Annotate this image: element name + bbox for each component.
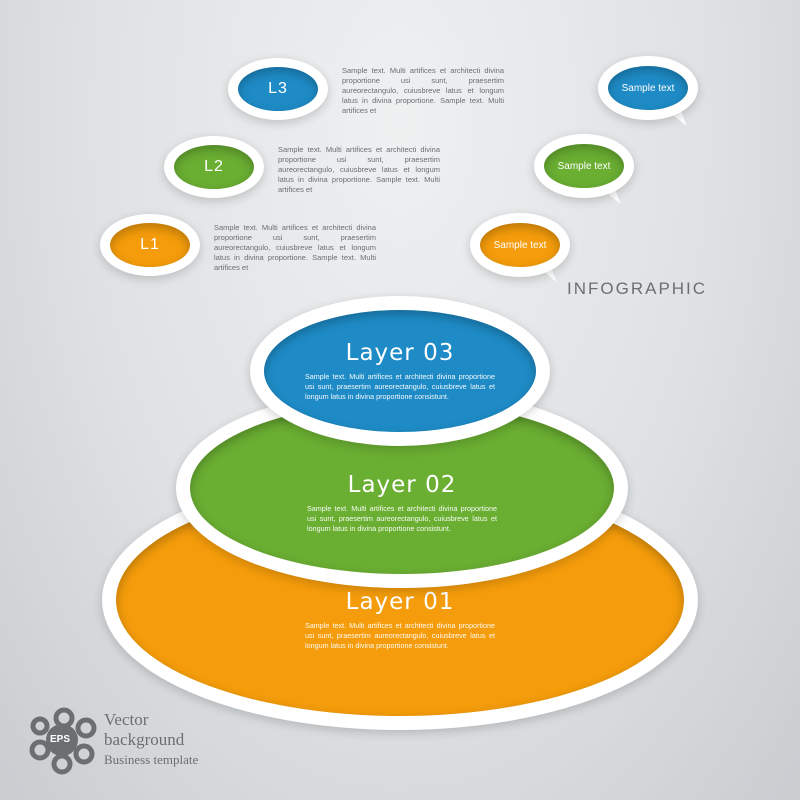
layer-02-fill: Layer 02 Sample text. Multi artifices et… bbox=[190, 402, 614, 574]
eps-label: EPS bbox=[50, 734, 71, 745]
legend-l2-badge: L2 bbox=[164, 136, 264, 198]
speech-bubble-blue: Sample text bbox=[598, 56, 698, 120]
legend-l1-badge: L1 bbox=[100, 214, 200, 276]
legend-l3-fill: L3 bbox=[238, 67, 318, 111]
legend-l2-text: Sample text. Multi artifices et architec… bbox=[278, 145, 440, 194]
legend-l1-label: L1 bbox=[140, 236, 160, 253]
layer-03-fill: Layer 03 Sample text. Multi artifices et… bbox=[264, 310, 536, 432]
badge-line2: background bbox=[104, 730, 185, 749]
layer-03-title: Layer 03 bbox=[345, 340, 455, 366]
bubble-blue-text: Sample text bbox=[621, 82, 675, 94]
bubble-blue-fill: Sample text bbox=[608, 66, 688, 110]
bubble-orange-text: Sample text bbox=[493, 239, 547, 251]
bubble-orange-fill: Sample text bbox=[480, 223, 560, 267]
bubble-green-text: Sample text bbox=[557, 160, 611, 172]
legend-l2-label: L2 bbox=[204, 158, 224, 175]
legend-l3-label: L3 bbox=[268, 80, 288, 97]
legend-l2-fill: L2 bbox=[174, 145, 254, 189]
layer-03-ring: Layer 03 Sample text. Multi artifices et… bbox=[250, 296, 550, 446]
layer-02-text: Sample text. Multi artifices et architec… bbox=[307, 504, 497, 533]
eps-badge: EPS Vector background Business template bbox=[26, 706, 226, 776]
legend-l1-text: Sample text. Multi artifices et architec… bbox=[214, 223, 376, 272]
layer-01-text: Sample text. Multi artifices et architec… bbox=[305, 621, 495, 650]
bubble-green-fill: Sample text bbox=[544, 144, 624, 188]
speech-bubble-green: Sample text bbox=[534, 134, 634, 198]
layer-01-title: Layer 01 bbox=[345, 589, 455, 615]
badge-line1: Vector bbox=[104, 710, 149, 729]
eps-icon bbox=[29, 707, 97, 775]
legend-l3-text: Sample text. Multi artifices et architec… bbox=[342, 66, 504, 115]
layer-03-text: Sample text. Multi artifices et architec… bbox=[305, 372, 495, 401]
badge-line3: Business template bbox=[104, 752, 199, 767]
infographic-title: INFOGRAPHIC bbox=[567, 279, 708, 298]
speech-bubble-orange: Sample text bbox=[470, 213, 570, 277]
layer-02-title: Layer 02 bbox=[347, 472, 457, 498]
legend-l3-badge: L3 bbox=[228, 58, 328, 120]
legend-l1-fill: L1 bbox=[110, 223, 190, 267]
